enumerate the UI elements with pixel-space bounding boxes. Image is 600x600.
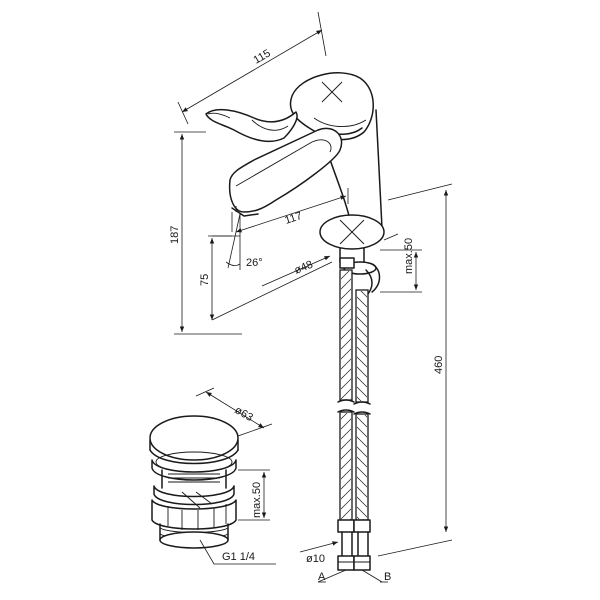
drain-assembly	[149, 415, 239, 549]
dim-label-max50-drain: max.50	[251, 482, 263, 518]
dimension-total-height: 187	[169, 131, 242, 335]
dimension-drain-thread: G1 1/4	[199, 539, 276, 565]
hose-label-a: A	[318, 571, 326, 583]
dim-label-75: 75	[199, 274, 211, 286]
supply-hoses	[337, 269, 371, 571]
dimension-spout-top: 115	[177, 11, 327, 125]
dim-label-115: 115	[252, 47, 273, 66]
dim-label-o48: ø48	[293, 259, 315, 277]
dim-label-o10: ø10	[306, 553, 325, 565]
dim-label-187: 187	[169, 226, 181, 244]
hose-labels: A B	[317, 569, 391, 583]
dimension-outlet-height: 75	[199, 235, 333, 321]
dimension-hose-diameter: ø10	[299, 541, 339, 565]
faucet-lever	[205, 108, 298, 142]
dim-label-g1-1-4: G1 1/4	[222, 551, 255, 563]
dim-label-117: 117	[283, 210, 303, 227]
dimension-spout-reach: 117	[231, 188, 349, 233]
dimension-deck-thickness-faucet: max.50	[380, 238, 422, 293]
dimension-deck-thickness-drain: max.50	[238, 469, 270, 521]
dim-label-o63: ø63	[233, 404, 255, 424]
hose-label-b: B	[384, 571, 391, 583]
dimension-hose-length: 460	[377, 183, 453, 557]
dimension-spout-angle: 26°	[212, 213, 263, 270]
dim-label-max50-faucet: max.50	[403, 238, 415, 274]
dim-label-460: 460	[433, 356, 445, 374]
dim-label-26: 26°	[246, 257, 263, 269]
